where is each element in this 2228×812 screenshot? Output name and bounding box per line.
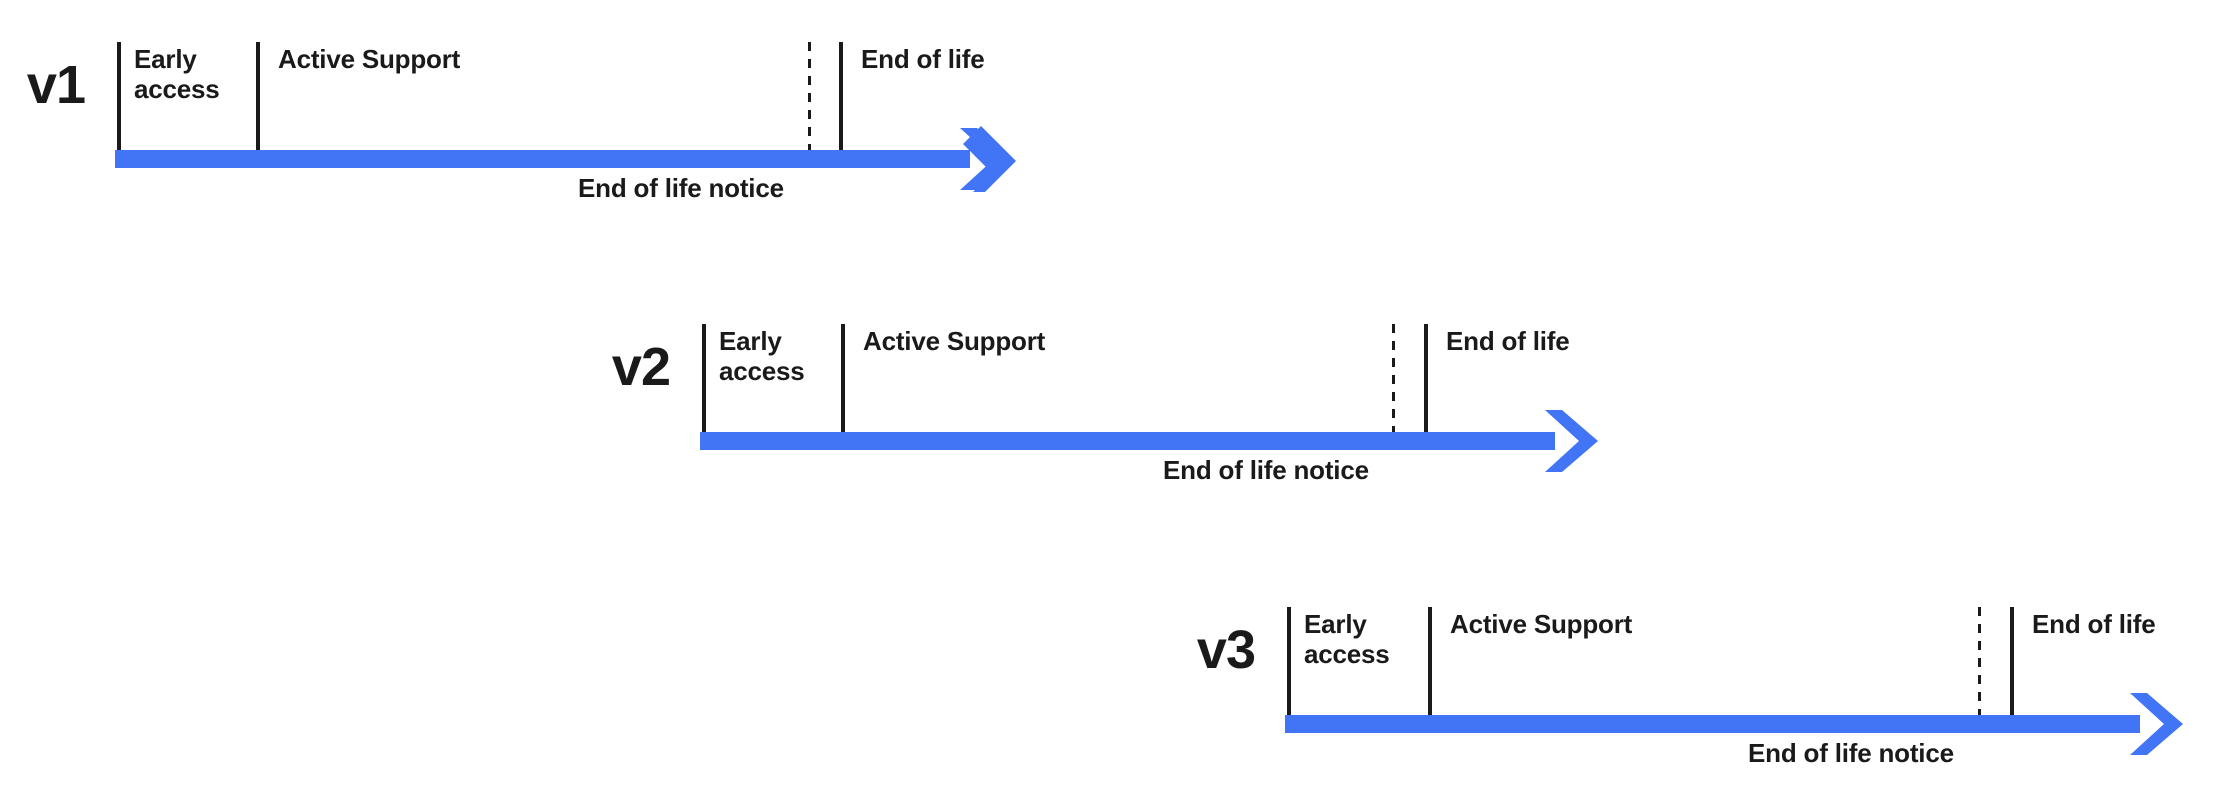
divider-end-of-life-notice-v3 — [1978, 607, 1981, 715]
phase-label-active-support-v1: Active Support — [278, 44, 461, 74]
phase-label-active-support-v3: Active Support — [1450, 609, 1633, 639]
divider-end-of-life-start-v3 — [2010, 607, 2014, 715]
notice-label-v3: End of life notice — [1748, 738, 1954, 768]
timeline-arrow-icon-v1 — [955, 126, 1025, 192]
divider-active-support-start-v2 — [841, 324, 845, 432]
notice-label-v1: End of life notice — [578, 173, 784, 203]
divider-early-access-start-v1 — [117, 42, 121, 150]
timeline-arrow-icon-v2 — [1540, 408, 1610, 474]
phase-label-active-support-v2: Active Support — [863, 326, 1046, 356]
divider-active-support-start-v1 — [256, 42, 260, 150]
phase-label-early-access-v3: Early access — [1304, 609, 1390, 670]
divider-end-of-life-start-v1 — [839, 42, 843, 150]
phase-label-end-of-life-v2: End of life — [1446, 326, 1570, 356]
timeline-arrow-icon-v3 — [2125, 691, 2195, 757]
notice-label-v2: End of life notice — [1163, 455, 1369, 485]
phase-label-early-access-v2: Early access — [719, 326, 805, 387]
phase-label-early-access-v1: Early access — [134, 44, 220, 105]
timeline-bar-v3 — [1285, 715, 2140, 733]
phase-label-end-of-life-v3: End of life — [2032, 609, 2156, 639]
timeline-bar-v1 — [115, 150, 970, 168]
divider-end-of-life-start-v2 — [1424, 324, 1428, 432]
phase-label-end-of-life-v1: End of life — [861, 44, 985, 74]
divider-end-of-life-notice-v1 — [808, 42, 811, 150]
version-label-v2: v2 — [611, 337, 671, 397]
divider-active-support-start-v3 — [1428, 607, 1432, 715]
divider-end-of-life-notice-v2 — [1392, 324, 1395, 432]
divider-early-access-start-v2 — [702, 324, 706, 432]
timeline-bar-v2 — [700, 432, 1555, 450]
version-label-v1: v1 — [26, 55, 86, 115]
divider-early-access-start-v3 — [1287, 607, 1291, 715]
version-label-v3: v3 — [1196, 620, 1256, 680]
